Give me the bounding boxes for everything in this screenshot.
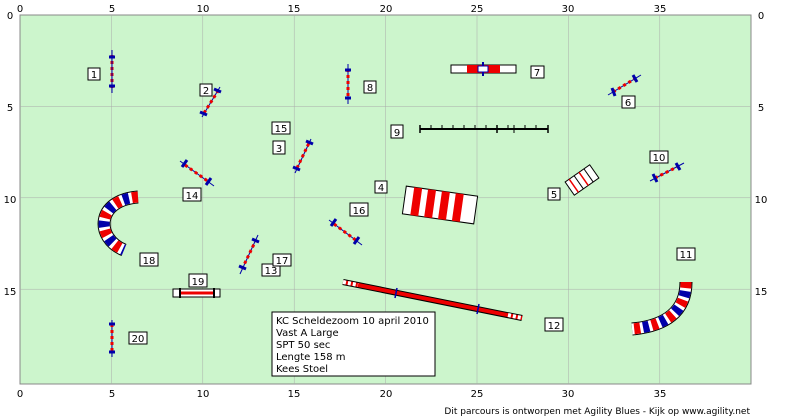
number-box [182, 187, 202, 202]
obstacle-number-20: 20 [132, 334, 145, 345]
x-axis-bottom: 0 5 10 15 20 25 30 35 [17, 389, 667, 400]
number-box [261, 263, 281, 277]
y-tick: 0 [7, 11, 13, 22]
obstacle-number-14: 14 [186, 191, 199, 202]
y-axis-left: 0 5 10 15 [4, 11, 17, 298]
obstacle-8 [345, 64, 351, 104]
number-box [530, 65, 545, 79]
obstacle-11 [631, 281, 693, 336]
obstacle-10 [649, 162, 685, 183]
y-tick: 15 [755, 287, 768, 298]
obstacle-4 [401, 185, 479, 225]
x-tick: 5 [109, 389, 115, 400]
obstacle-number-10: 10 [653, 153, 666, 164]
x-tick: 15 [288, 4, 301, 15]
obstacle-7 [450, 62, 517, 76]
obstacle-3 [292, 138, 314, 174]
y-tick: 5 [7, 103, 13, 114]
info-class: Vast A Large [276, 328, 339, 339]
x-tick: 35 [654, 4, 667, 15]
obstacle-number-5: 5 [551, 190, 557, 201]
number-box [272, 140, 286, 155]
obstacle-1 [109, 50, 115, 93]
obstacle-9 [419, 125, 549, 133]
obstacle-5 [564, 164, 600, 196]
course-info-box: KC Scheldezoom 10 april 2010 Vast A Larg… [271, 311, 436, 377]
obstacle-14 [179, 159, 215, 187]
number-box [271, 121, 291, 135]
obstacle-number-13: 13 [265, 266, 278, 277]
number-box [390, 124, 404, 139]
obstacle-number-17: 17 [276, 256, 289, 267]
obstacle-number-6: 6 [625, 98, 631, 109]
number-box [188, 273, 208, 288]
obstacle-number-18: 18 [143, 256, 156, 267]
number-box [139, 252, 159, 267]
obstacle-18 [97, 190, 139, 257]
obstacle-number-7: 7 [534, 68, 540, 79]
x-axis-top: 0 5 10 15 20 25 30 35 [17, 4, 667, 15]
x-tick: 10 [197, 4, 210, 15]
number-box [547, 187, 561, 201]
info-length: Lengte 158 m [276, 352, 346, 363]
obstacle-number-9: 9 [394, 128, 400, 139]
obstacle-19 [172, 288, 221, 298]
obstacle-13 [238, 234, 260, 275]
obstacle-16 [328, 218, 363, 246]
info-spt: SPT 50 sec [276, 340, 330, 351]
obstacle-6 [607, 74, 642, 97]
x-tick: 10 [197, 389, 210, 400]
obstacle-number-4: 4 [378, 183, 384, 194]
number-box [363, 80, 377, 94]
x-tick: 20 [380, 4, 393, 15]
x-tick: 30 [562, 4, 575, 15]
obstacle-number-1: 1 [91, 70, 97, 81]
obstacle-12 [342, 279, 523, 321]
obstacle-number-12: 12 [548, 321, 561, 332]
obstacle-20 [109, 320, 115, 357]
number-box [128, 331, 148, 345]
obstacle-number-15: 15 [275, 124, 288, 135]
obstacle-number-16: 16 [353, 206, 366, 217]
number-box [374, 180, 388, 194]
y-tick: 10 [755, 195, 768, 206]
number-box [199, 83, 213, 97]
info-judge: Kees Stoel [276, 364, 328, 375]
number-box [621, 95, 636, 109]
obstacle-number-2: 2 [203, 86, 209, 97]
number-box [544, 317, 564, 332]
y-tick: 10 [4, 195, 17, 206]
y-tick: 15 [4, 287, 17, 298]
x-tick: 25 [471, 389, 484, 400]
y-tick: 0 [758, 11, 764, 22]
x-tick: 15 [288, 389, 301, 400]
number-box [649, 150, 669, 164]
obstacle-number-11: 11 [680, 250, 693, 261]
number-box [349, 202, 369, 217]
obstacle-number-19: 19 [192, 277, 205, 288]
number-box [676, 247, 696, 261]
footer-credit: Dit parcours is ontworpen met Agility Bl… [444, 407, 750, 417]
y-tick: 5 [758, 103, 764, 114]
obstacle-number-3: 3 [276, 144, 282, 155]
obstacle-number-8: 8 [367, 83, 373, 94]
x-tick: 0 [17, 389, 23, 400]
number-box [272, 253, 292, 267]
x-tick: 35 [654, 389, 667, 400]
x-tick: 20 [380, 389, 393, 400]
obstacle-2 [199, 86, 222, 118]
x-tick: 5 [109, 4, 115, 15]
x-tick: 30 [562, 389, 575, 400]
info-title: KC Scheldezoom 10 april 2010 [276, 316, 429, 327]
y-axis-right: 0 5 10 15 [755, 11, 768, 298]
x-tick: 0 [17, 4, 23, 15]
x-tick: 25 [471, 4, 484, 15]
number-box [87, 67, 101, 81]
